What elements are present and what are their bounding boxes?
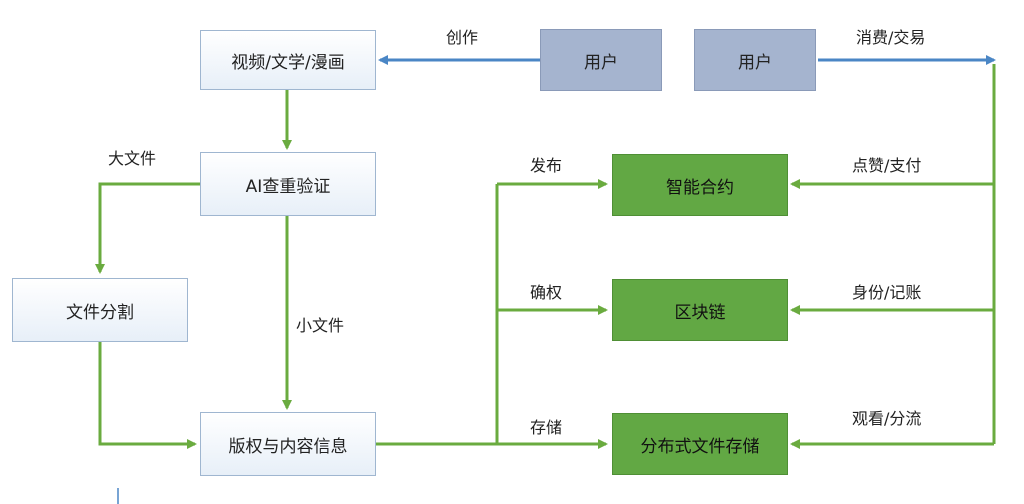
label-store: 存储 xyxy=(530,418,563,437)
node-smart-contract: 智能合约 xyxy=(612,154,788,216)
label-small-file: 小文件 xyxy=(296,316,345,335)
node-dist-storage: 分布式文件存储 xyxy=(612,413,788,475)
label-publish: 发布 xyxy=(530,156,563,175)
node-user-consume: 用户 xyxy=(694,29,816,91)
node-blockchain: 区块链 xyxy=(612,279,788,341)
label-confirm-rights: 确权 xyxy=(530,283,563,302)
node-ai-check: AI查重验证 xyxy=(200,152,376,216)
label-identity-ledger: 身份/记账 xyxy=(852,283,922,302)
node-user-create: 用户 xyxy=(540,29,662,91)
label-view-share: 观看/分流 xyxy=(852,409,922,428)
label-create: 创作 xyxy=(446,28,479,47)
arrow-large-file xyxy=(95,182,200,274)
node-file-split: 文件分割 xyxy=(12,278,188,342)
label-like-pay: 点赞/支付 xyxy=(852,156,922,175)
node-media: 视频/文学/漫画 xyxy=(200,30,376,90)
node-copyright-info: 版权与内容信息 xyxy=(200,412,376,476)
label-large-file: 大文件 xyxy=(108,149,157,168)
label-consume-trade: 消费/交易 xyxy=(856,28,926,47)
arrow-split-to-copyright xyxy=(98,342,197,449)
